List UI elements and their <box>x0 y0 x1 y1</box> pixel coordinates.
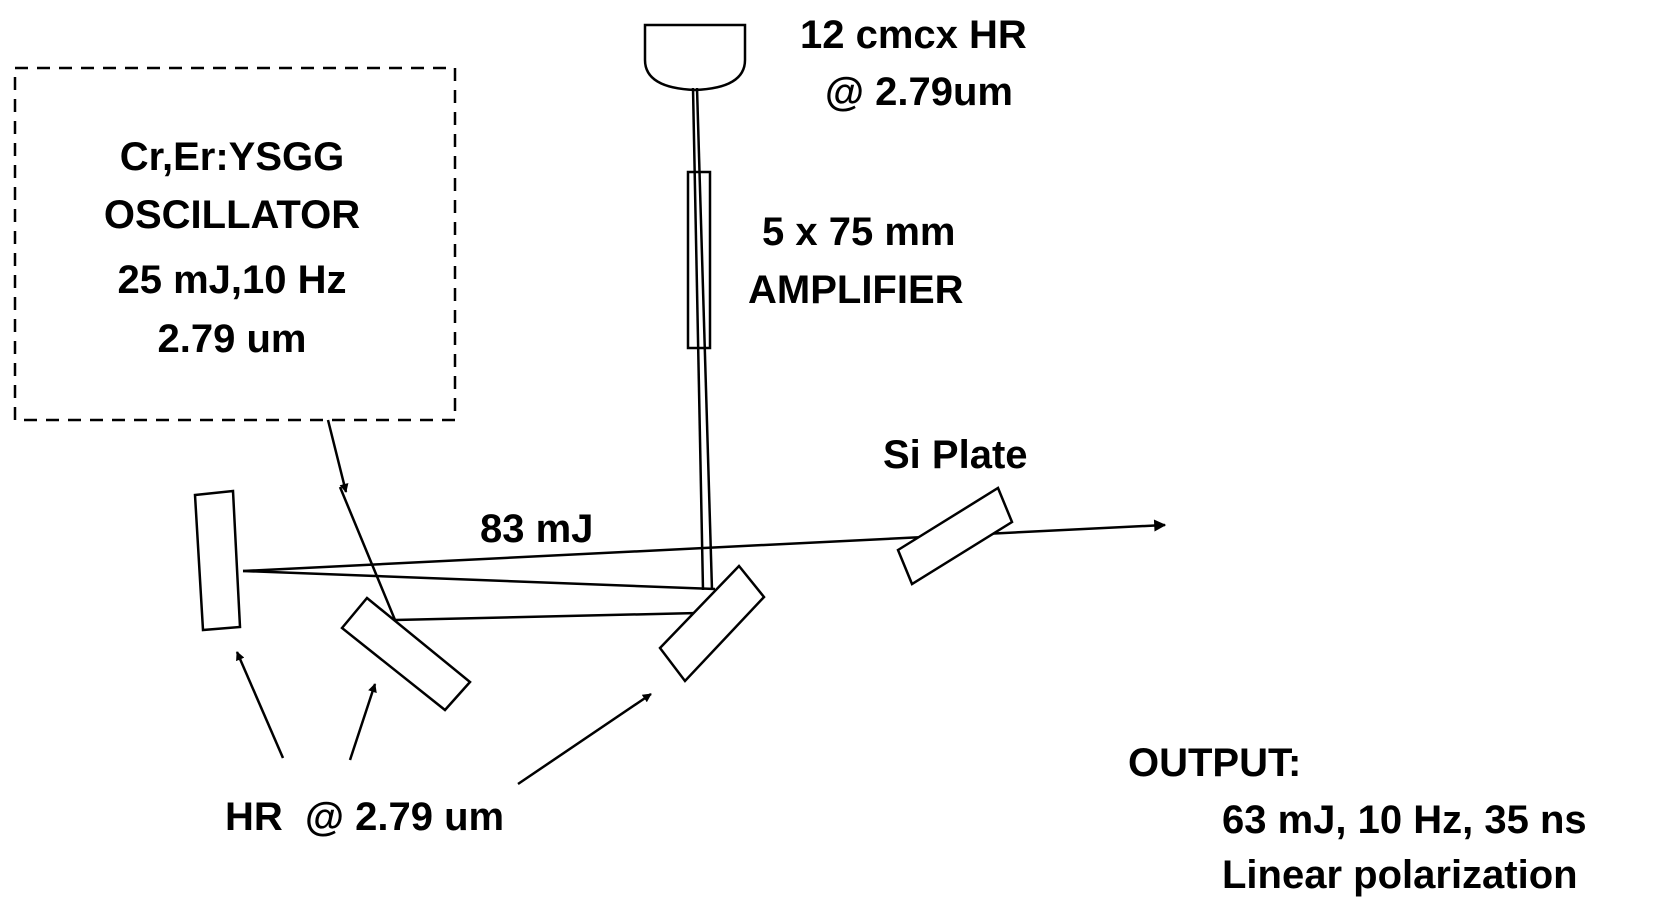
hr-pointer-arrow-2 <box>348 683 377 761</box>
oscillator-line-1: Cr,Er:YSGG <box>120 135 345 179</box>
amplifier-label-2: AMPLIFIER <box>748 268 964 312</box>
end-hr-mirror <box>193 489 242 632</box>
oscillator-output-arrow <box>326 419 349 493</box>
oscillator-line-3: 25 mJ,10 Hz <box>117 258 346 302</box>
hr-pointer-arrow-1 <box>235 651 285 759</box>
hr-label: HR @ 2.79 um <box>225 795 504 839</box>
beam-amplifier-down-1 <box>691 87 705 591</box>
energy-label: 83 mJ <box>480 507 593 551</box>
curved-mirror-label-2: @ 2.79um <box>825 70 1013 114</box>
beam-output <box>242 519 1167 573</box>
oscillator-line-2: OSCILLATOR <box>104 193 360 237</box>
amplifier-rod <box>686 170 712 350</box>
output-line-2: Linear polarization <box>1222 853 1578 897</box>
beam-back-lower <box>242 569 716 591</box>
amplifier-label-1: 5 x 75 mm <box>762 210 955 254</box>
curved-mirror <box>643 23 747 92</box>
oscillator-box <box>13 66 457 422</box>
output-line-1: 63 mJ, 10 Hz, 35 ns <box>1222 798 1587 842</box>
hr-pointer-arrow-3 <box>517 692 652 786</box>
beam-bottom-horizontal <box>394 611 699 622</box>
beam-oscillator-in <box>338 486 397 621</box>
hr-mirror-middle <box>340 596 472 712</box>
si-plate-label: Si Plate <box>883 433 1028 477</box>
beam-amplifier-down-2 <box>695 87 714 591</box>
oscillator-line-4: 2.79 um <box>158 317 307 361</box>
hr-mirror-right <box>658 564 766 683</box>
si-plate <box>896 486 1014 586</box>
output-title: OUTPUT: <box>1128 741 1301 785</box>
curved-mirror-label-1: 12 cmcx HR <box>800 13 1027 57</box>
